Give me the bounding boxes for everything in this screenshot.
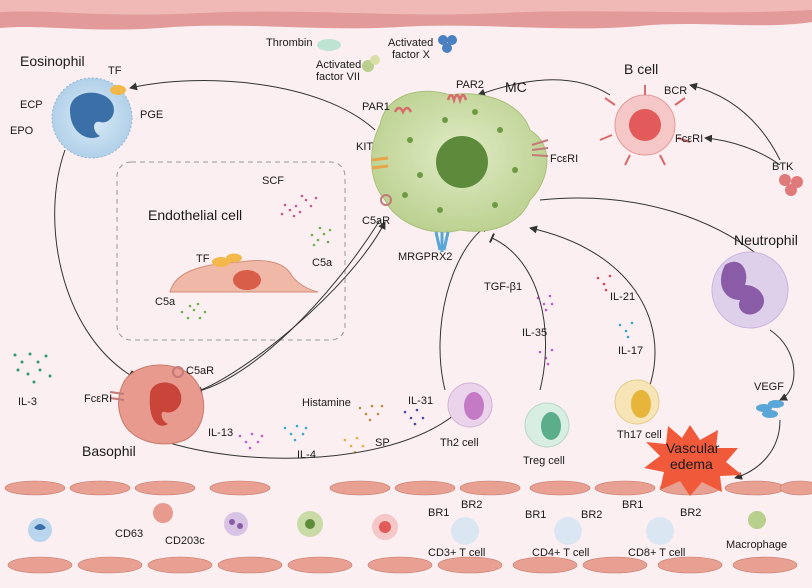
- mast-cell: [371, 90, 548, 233]
- vegf-icon: [756, 400, 784, 418]
- label-endothelial-cell: Endothelial cell: [148, 207, 242, 223]
- label-il35: IL-35: [522, 327, 547, 339]
- fceri-receptor-mc: [531, 139, 549, 157]
- kit-receptor: [371, 156, 389, 170]
- par2-receptor: [446, 93, 468, 105]
- label-treg-cell: Treg cell: [523, 455, 565, 467]
- label-c5ar-baso: C5aR: [186, 365, 214, 377]
- label-cd3-t: CD3+ T cell: [428, 547, 485, 559]
- label-fceri-mc: FcεRI: [550, 153, 578, 165]
- arrows: [54, 79, 795, 480]
- label-histamine: Histamine: [302, 397, 351, 409]
- label-th2-cell: Th2 cell: [440, 437, 479, 449]
- label-il21: IL-21: [610, 291, 635, 303]
- label-c5ar-mc: C5aR: [362, 215, 390, 227]
- th17-cell: [614, 379, 660, 425]
- label-kit: KIT: [356, 141, 373, 153]
- label-fceri-baso: FcεRI: [84, 393, 112, 405]
- scf-dots: [280, 194, 318, 218]
- activated-factor-vii-icon: [362, 55, 380, 72]
- label-b-cell: B cell: [624, 61, 658, 77]
- il13-dots: [238, 432, 264, 450]
- il3-dots: [13, 352, 52, 384]
- label-vegf: VEGF: [754, 381, 784, 393]
- label-neutrophil: Neutrophil: [734, 232, 798, 248]
- label-br1-a: BR1: [428, 507, 449, 519]
- label-cd8-t: CD8+ T cell: [628, 547, 685, 559]
- il4-dots: [283, 424, 308, 442]
- label-par2: PAR2: [456, 79, 484, 91]
- tgfb1-dots: [536, 294, 554, 312]
- b-cell: [599, 85, 691, 166]
- label-il13: IL-13: [208, 427, 233, 439]
- label-activated-factor-vii: Activated factor VII: [316, 59, 364, 83]
- label-br2-a: BR2: [461, 499, 482, 511]
- tf-receptor-endothelial-2: [226, 253, 242, 263]
- label-il31: IL-31: [408, 395, 433, 407]
- label-br2-c: BR2: [680, 507, 701, 519]
- top-tissue-layer: [0, 0, 812, 30]
- treg-cell: [524, 402, 570, 448]
- label-tgfb1: TGF-β1: [484, 281, 522, 293]
- thrombin-icon: [317, 39, 341, 51]
- label-il4: IL-4: [297, 449, 316, 461]
- label-macrophage: Macrophage: [726, 539, 787, 551]
- label-btk: BTK: [772, 161, 794, 173]
- par1-receptor: [393, 106, 413, 115]
- tf-receptor-endothelial: [212, 257, 230, 267]
- neutrophil-cell: [711, 251, 789, 329]
- label-vascular-edema: Vascular edema: [666, 440, 723, 472]
- label-epo: EPO: [10, 125, 34, 137]
- label-br2-b: BR2: [581, 509, 602, 521]
- label-thrombin: Thrombin: [266, 37, 312, 49]
- mast-cell-nucleus: [436, 136, 488, 188]
- il21-dots: [596, 274, 612, 292]
- bottom-endothelium: [4, 480, 812, 574]
- label-eosinophil: Eosinophil: [20, 53, 85, 69]
- c5a-dots-right: [310, 226, 332, 247]
- label-sp: SP: [375, 437, 390, 449]
- label-mrgprx2: MRGPRX2: [398, 251, 452, 263]
- endothelial-nucleus: [233, 270, 261, 290]
- label-pge: PGE: [140, 109, 163, 121]
- label-il17: IL-17: [618, 345, 643, 357]
- il17-dots: [618, 321, 634, 339]
- vascular-edema-burst: [644, 425, 742, 496]
- sp-dots: [343, 436, 365, 454]
- label-scf: SCF: [262, 175, 284, 187]
- label-tf-eos: TF: [108, 65, 122, 77]
- label-mc: MC: [505, 79, 527, 95]
- label-cd203c: CD203c: [165, 535, 205, 547]
- labels: Thrombin Activated factor X Activated fa…: [10, 37, 798, 559]
- basophil-cell: [109, 364, 205, 445]
- c5ar-receptor-mc: [380, 194, 392, 206]
- label-activated-factor-x: Activated factor X: [388, 37, 436, 61]
- label-cd4-t: CD4+ T cell: [532, 547, 589, 559]
- il31-dots: [403, 408, 425, 426]
- label-th17-cell: Th17 cell: [617, 429, 662, 441]
- th2-cell: [447, 382, 493, 428]
- activated-factor-x-icon: [438, 35, 457, 53]
- endothelial-cell-box: [116, 161, 346, 341]
- label-fceri-b: FcεRI: [675, 133, 703, 145]
- label-c5a-left: C5a: [155, 296, 176, 308]
- label-ecp: ECP: [20, 99, 43, 111]
- label-cd63: CD63: [115, 528, 143, 540]
- mrgprx2-receptor: [434, 231, 450, 252]
- il35-dots: [538, 348, 554, 366]
- bottom-cells: [28, 503, 766, 545]
- histamine-dots: [358, 404, 384, 422]
- label-c5a-right: C5a: [312, 257, 333, 269]
- eosinophil-cell: [51, 77, 133, 159]
- label-br1-b: BR1: [525, 509, 546, 521]
- btk-icon: [779, 174, 803, 196]
- label-bcr: BCR: [664, 85, 687, 97]
- label-tf-endo: TF: [196, 253, 210, 265]
- label-br1-c: BR1: [622, 499, 643, 511]
- c5a-dots-left: [180, 302, 207, 320]
- label-basophil: Basophil: [82, 443, 136, 459]
- label-par1: PAR1: [362, 101, 390, 113]
- label-il3: IL-3: [18, 396, 37, 408]
